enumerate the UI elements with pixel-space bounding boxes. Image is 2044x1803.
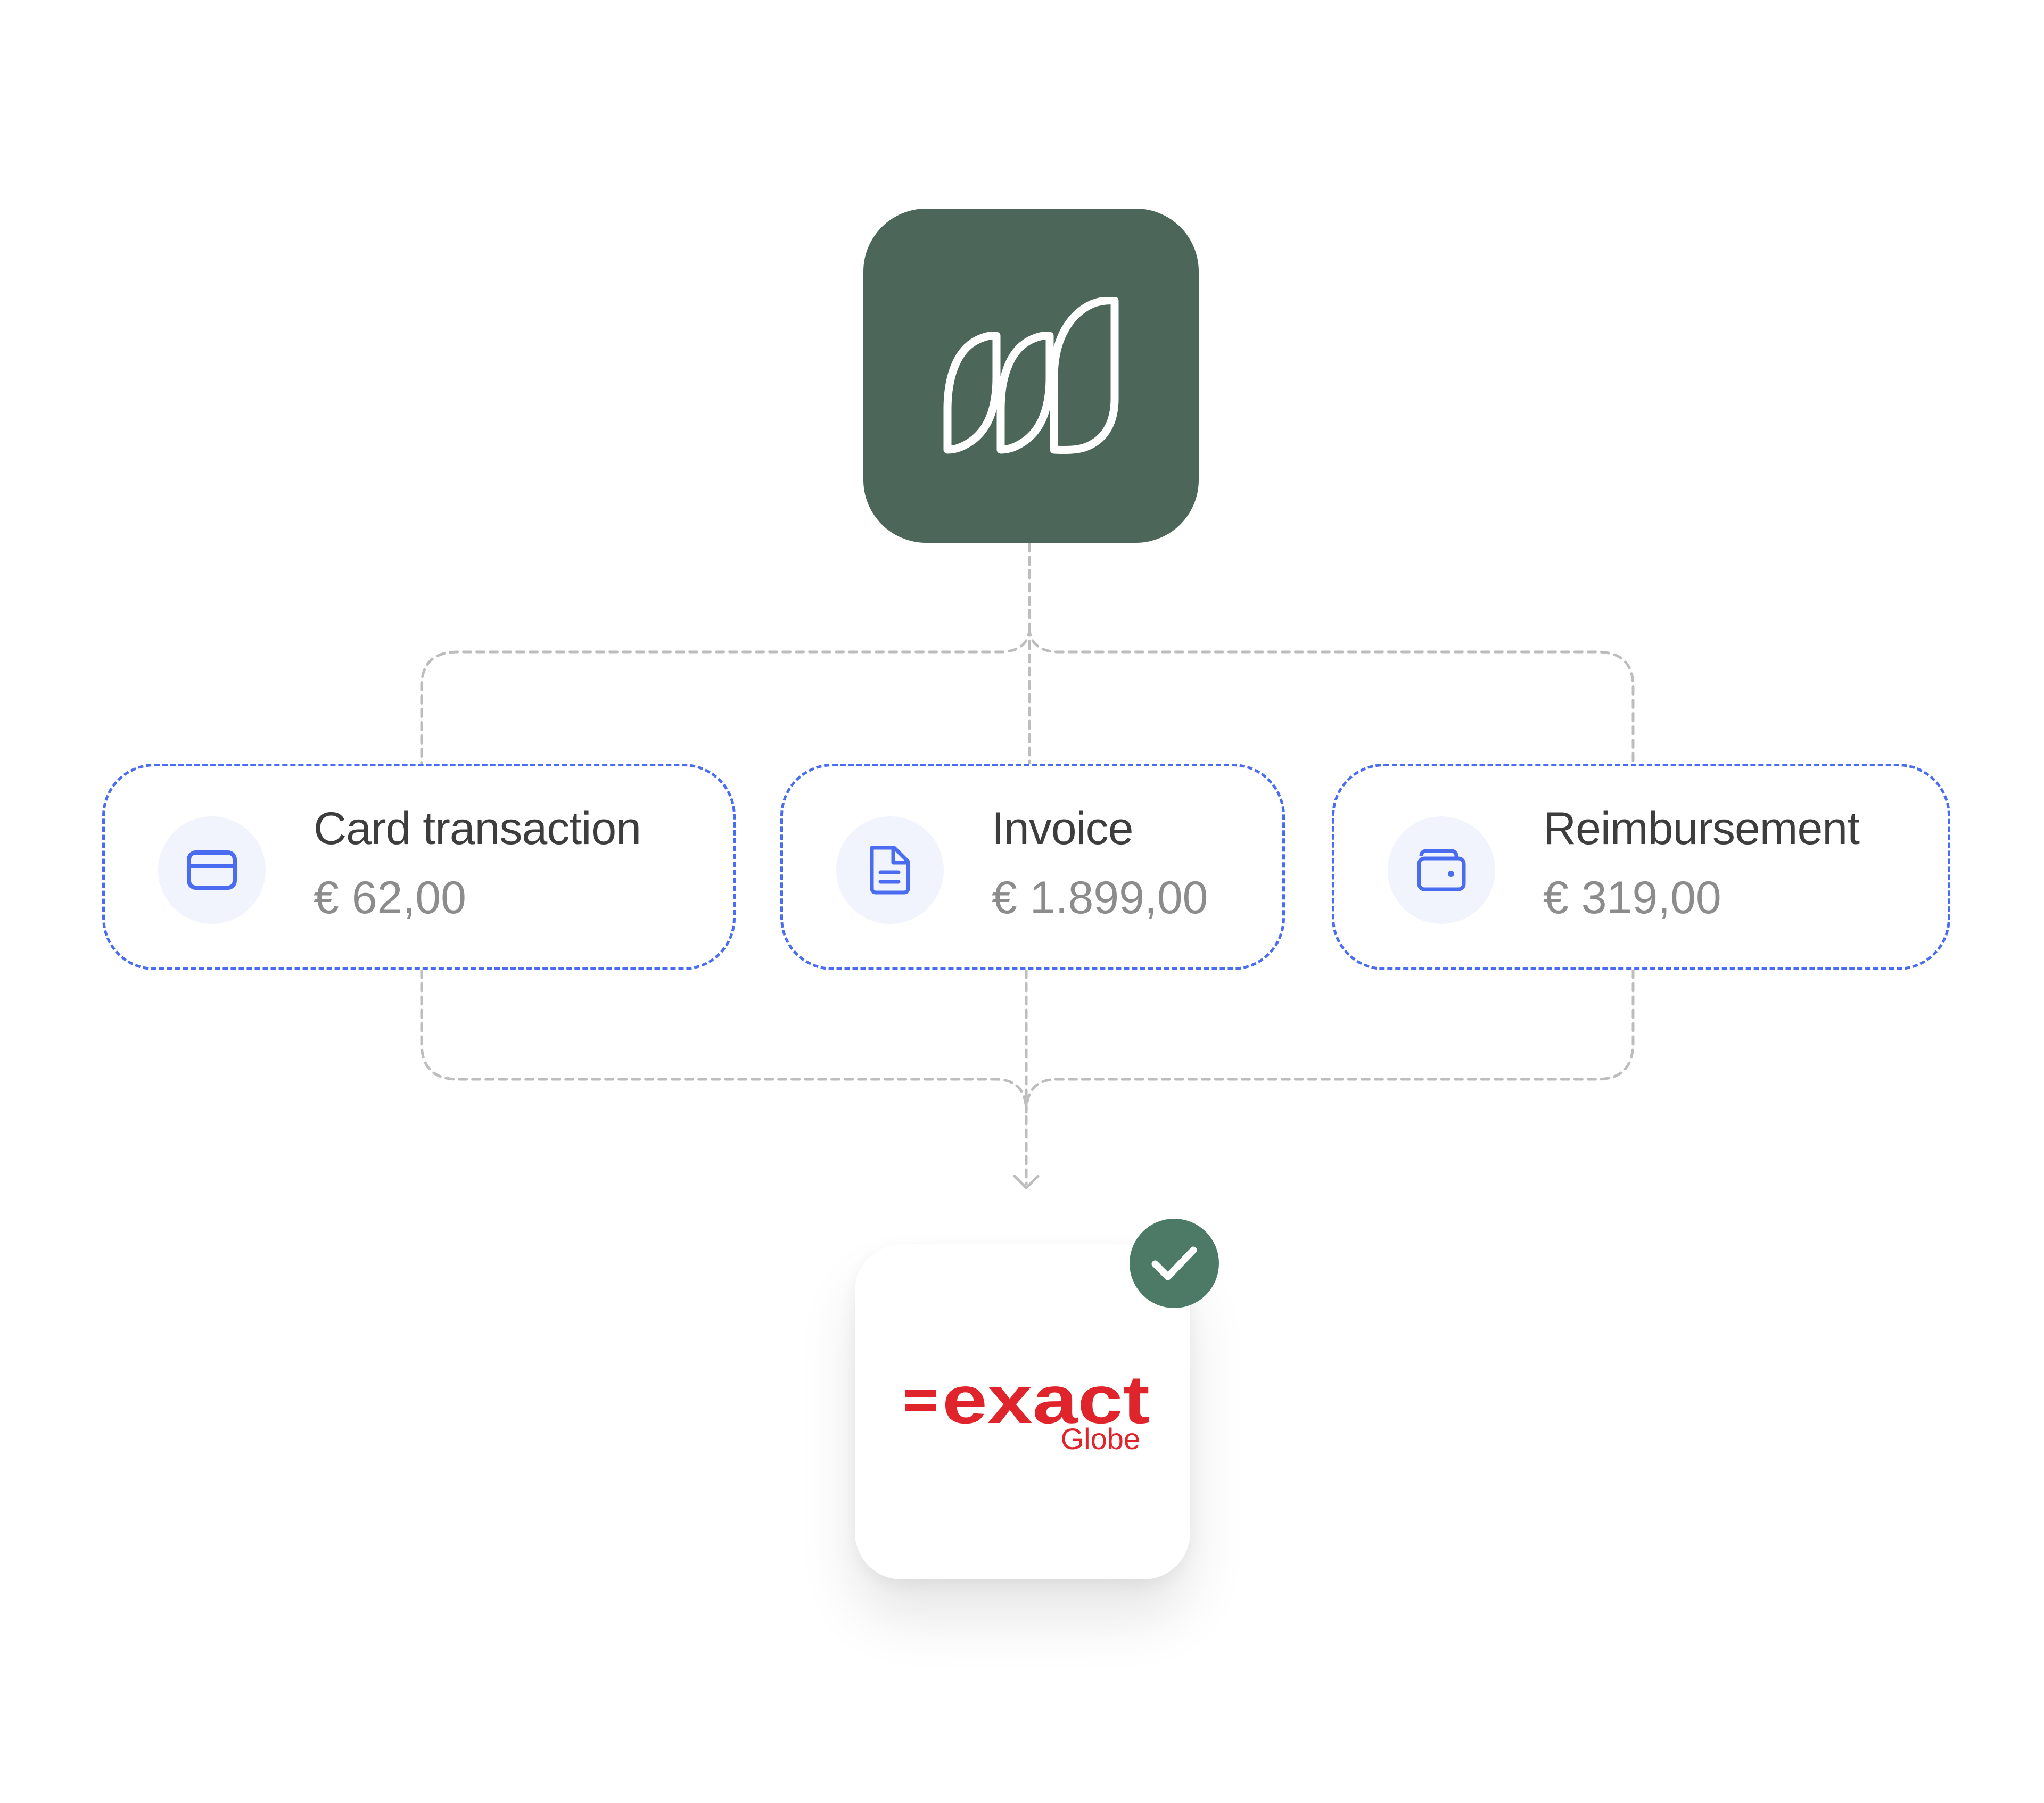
arrow-down-icon (1013, 1175, 1040, 1189)
item-card-invoice: Invoice € 1.899,00 (780, 764, 1285, 970)
document-icon (870, 846, 910, 895)
icon-circle (1388, 816, 1495, 924)
success-badge (1130, 1219, 1219, 1308)
item-title: Invoice (992, 803, 1133, 854)
item-amount: € 1.899,00 (992, 872, 1208, 923)
app-logo (863, 209, 1199, 543)
check-icon (1151, 1246, 1197, 1280)
wallet-icon (1417, 849, 1466, 891)
item-amount: € 319,00 (1543, 872, 1721, 923)
exact-globe-tile: exact Globe (855, 1244, 1190, 1579)
exact-product-text: Globe (1060, 1422, 1140, 1455)
exact-logo: exact (905, 1372, 1150, 1430)
item-card-reimbursement: Reimbursement € 319,00 (1332, 764, 1950, 970)
item-title: Reimbursement (1543, 803, 1860, 854)
credit-card-icon (187, 850, 237, 890)
icon-circle (836, 816, 944, 924)
app-logo-icon (943, 297, 1119, 454)
exact-brand-text: exact (942, 1372, 1150, 1430)
item-title: Card transaction (314, 803, 641, 854)
icon-circle (158, 816, 266, 924)
item-amount: € 62,00 (314, 872, 466, 923)
item-card-card-transaction: Card transaction € 62,00 (102, 764, 736, 970)
